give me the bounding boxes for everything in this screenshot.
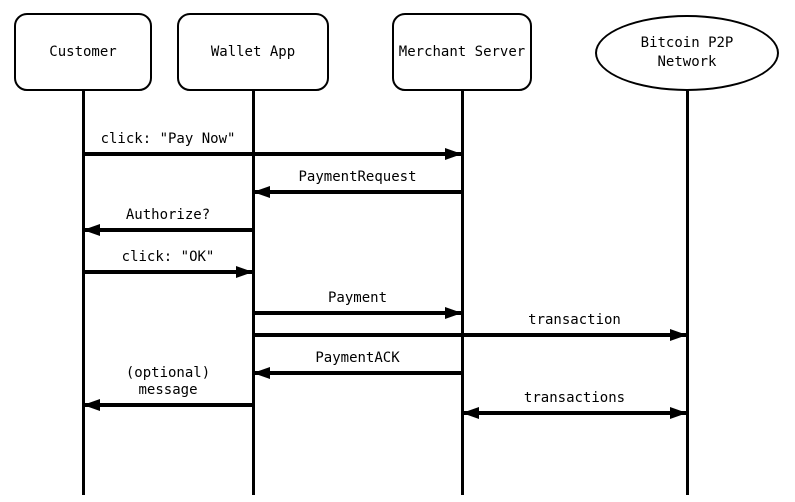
participant-label-customer: Customer: [49, 43, 117, 60]
participant-bitcoin-p2p-network: Bitcoin P2P Network: [595, 15, 779, 91]
message-arrow-line: [83, 403, 253, 407]
arrowhead-left-icon: [462, 406, 479, 419]
participant-label-merchant-server: Merchant Server: [398, 43, 526, 60]
message-label: Payment: [327, 290, 388, 306]
message-label: transaction: [528, 312, 621, 328]
arrowhead-right-icon: [445, 306, 462, 319]
participant-label-bitcoin-p2p-network: Bitcoin P2P Network: [640, 35, 734, 70]
message-arrow-line: [83, 228, 253, 232]
message-arrow-line: [253, 190, 462, 194]
lifeline-customer: [81, 91, 85, 495]
participant-customer: Customer: [14, 13, 152, 91]
message-label: click: "OK": [121, 249, 215, 265]
arrowhead-left-icon: [83, 398, 100, 411]
arrowhead-right-icon: [670, 406, 687, 419]
participant-wallet-app: Wallet App: [177, 13, 329, 91]
arrowhead-right-icon: [670, 328, 687, 341]
participant-merchant-server: Merchant Server: [392, 13, 532, 91]
message-arrow-line: [83, 270, 253, 274]
arrowhead-right-icon: [236, 265, 253, 278]
message-label: PaymentRequest: [298, 169, 417, 185]
message-arrow-line: [83, 152, 462, 156]
lifeline-bitcoin-p2p-network: [685, 91, 689, 495]
message-label: transactions: [523, 390, 626, 406]
lifeline-wallet-app: [251, 91, 255, 495]
message-arrow-line: [462, 411, 687, 415]
participant-label-wallet-app: Wallet App: [210, 43, 296, 60]
arrowhead-left-icon: [253, 366, 270, 379]
message-label: PaymentACK: [315, 350, 400, 366]
arrowhead-left-icon: [83, 223, 100, 236]
arrowhead-left-icon: [253, 185, 270, 198]
lifeline-merchant-server: [460, 91, 464, 495]
message-arrow-line: [253, 311, 462, 315]
message-label: click: "Pay Now": [100, 131, 236, 147]
message-arrow-line: [253, 333, 687, 337]
message-label: (optional) message: [125, 365, 211, 398]
message-arrow-line: [253, 371, 462, 375]
arrowhead-right-icon: [445, 147, 462, 160]
message-label: Authorize?: [125, 207, 211, 223]
